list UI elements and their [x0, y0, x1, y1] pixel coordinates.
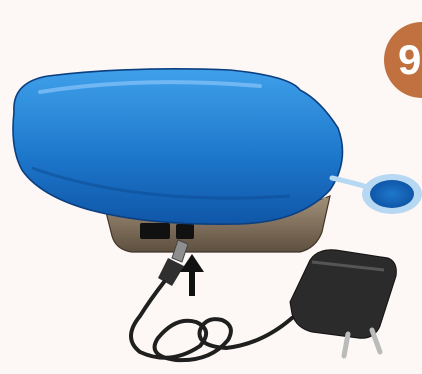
step-number: 9 — [398, 39, 421, 81]
connector-port — [140, 223, 170, 239]
insert-arrow-icon — [180, 254, 204, 296]
gel-pad — [13, 69, 343, 224]
wall-charger — [290, 250, 396, 356]
power-cable — [131, 282, 292, 360]
dc-input-port — [176, 224, 194, 239]
gel-tab — [332, 174, 422, 214]
